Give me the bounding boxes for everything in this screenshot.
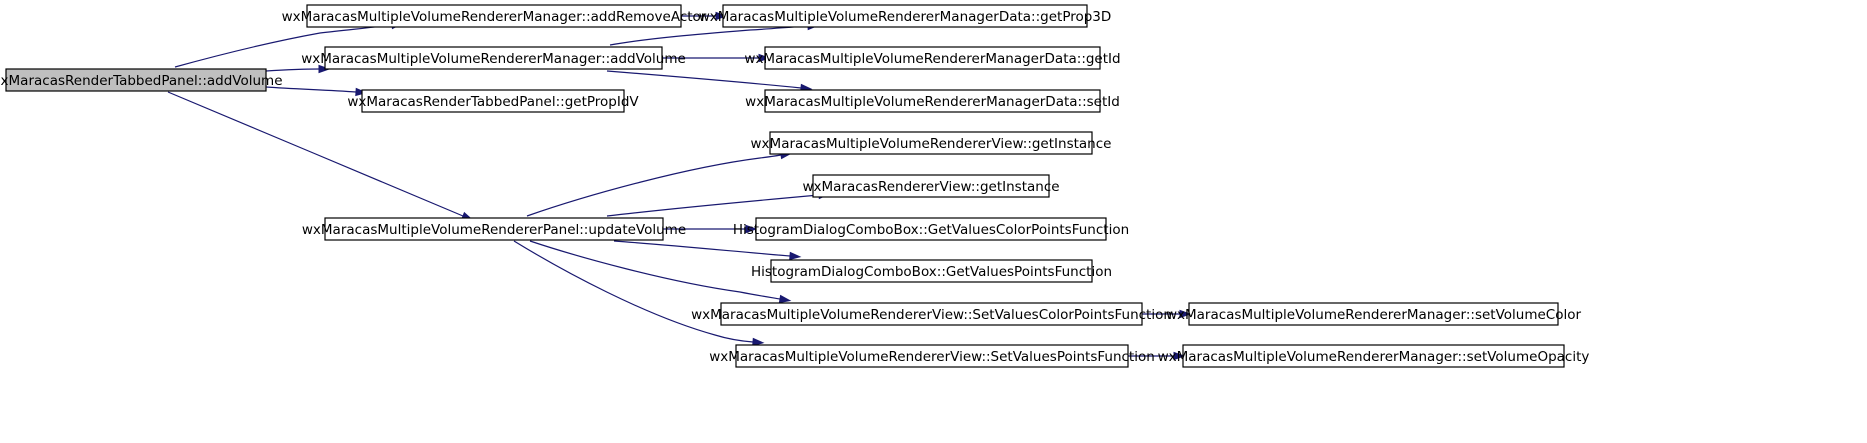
edge-panel_updateVolume-to-view_setPoints xyxy=(513,240,765,347)
edge-line xyxy=(529,240,781,300)
node-label: wxMaracasMultipleVolumeRendererManager::… xyxy=(1158,349,1590,365)
node-label: wxMaracasRenderTabbedPanel::addVolume xyxy=(0,73,283,89)
node-box[interactable] xyxy=(306,4,682,28)
node-box[interactable] xyxy=(770,259,1093,283)
edge-line xyxy=(167,91,464,217)
node-box[interactable] xyxy=(361,89,625,113)
edge-panel_updateVolume-to-hist_colorPoints xyxy=(662,224,758,234)
node-box[interactable] xyxy=(1188,302,1559,326)
node-box[interactable] xyxy=(755,217,1107,241)
node-data_setId[interactable]: wxMaracasMultipleVolumeRendererManagerDa… xyxy=(745,89,1120,113)
node-root[interactable]: wxMaracasRenderTabbedPanel::addVolume xyxy=(0,68,283,92)
edge-line xyxy=(606,194,820,217)
edge-line xyxy=(265,68,320,72)
edge-mgr_addVolume-to-data_getId xyxy=(662,53,771,63)
node-label: wxMaracasMultipleVolumeRendererView::get… xyxy=(751,136,1112,152)
node-label: wxMaracasMultipleVolumeRendererManager::… xyxy=(282,9,707,25)
arrowhead-icon xyxy=(778,294,792,304)
node-label: wxMaracasMultipleVolumeRendererManager::… xyxy=(301,51,686,67)
node-label: HistogramDialogComboBox::GetValuesColorP… xyxy=(733,222,1129,238)
node-label: wxMaracasRendererView::getInstance xyxy=(802,179,1059,195)
edge-root-to-mgr_addVolume xyxy=(265,64,331,74)
edge-panel_updateVolume-to-view_getInstance xyxy=(526,150,793,217)
node-label: wxMaracasRenderTabbedPanel::getPropIdV xyxy=(347,94,639,110)
arrowhead-icon xyxy=(715,11,728,21)
edge-line xyxy=(526,154,782,217)
node-hist_colorPoints[interactable]: HistogramDialogComboBox::GetValuesColorP… xyxy=(733,217,1129,241)
node-mgr_addVolume[interactable]: wxMaracasMultipleVolumeRendererManager::… xyxy=(301,46,686,70)
arrowhead-icon xyxy=(758,53,771,63)
node-renderer_getInstance[interactable]: wxMaracasRendererView::getInstance xyxy=(802,174,1060,198)
node-mgr_setVolumeOpacity[interactable]: wxMaracasMultipleVolumeRendererManager::… xyxy=(1158,344,1590,368)
node-label: wxMaracasMultipleVolumeRendererManagerDa… xyxy=(744,51,1120,67)
edge-line xyxy=(513,240,754,343)
node-box[interactable] xyxy=(735,344,1129,368)
edge-panel_updateVolume-to-view_setColorPoints xyxy=(529,240,792,304)
node-hist_points[interactable]: HistogramDialogComboBox::GetValuesPoints… xyxy=(751,259,1112,283)
node-label: HistogramDialogComboBox::GetValuesPoints… xyxy=(751,264,1112,280)
node-box[interactable] xyxy=(5,68,267,92)
arrowhead-icon xyxy=(745,224,758,234)
node-box[interactable] xyxy=(1182,344,1565,368)
edge-view_setPoints-to-mgr_setVolumeOpacity xyxy=(1128,351,1186,361)
node-view_getInstance[interactable]: wxMaracasMultipleVolumeRendererView::get… xyxy=(751,131,1112,155)
node-label: wxMaracasMultipleVolumeRendererView::Set… xyxy=(691,307,1172,323)
edge-mgr_addVolume-to-data_setId xyxy=(606,70,813,93)
edge-line xyxy=(174,24,393,68)
arrowhead-icon xyxy=(1173,351,1186,361)
arrowhead-icon xyxy=(789,251,802,261)
nodes-layer: wxMaracasRenderTabbedPanel::addVolumewxM… xyxy=(0,4,1590,368)
node-label: wxMaracasMultipleVolumeRendererManagerDa… xyxy=(745,94,1120,110)
node-label: wxMaracasMultipleVolumeRendererManagerDa… xyxy=(699,9,1112,25)
node-panel_updateVolume[interactable]: wxMaracasMultipleVolumeRendererPanel::up… xyxy=(302,217,686,241)
edge-view_setColorPoints-to-mgr_setVolumeColor xyxy=(1142,309,1192,319)
node-box[interactable] xyxy=(769,131,1093,155)
node-box[interactable] xyxy=(764,89,1101,113)
arrowhead-icon xyxy=(355,87,368,97)
edge-panel_updateVolume-to-hist_points xyxy=(613,240,802,261)
edge-line xyxy=(606,70,802,89)
node-box[interactable] xyxy=(812,174,1050,198)
node-label: wxMaracasMultipleVolumeRendererView::Set… xyxy=(709,349,1155,365)
node-data_getId[interactable]: wxMaracasMultipleVolumeRendererManagerDa… xyxy=(744,46,1121,70)
edge-line xyxy=(613,240,791,257)
edge-line xyxy=(609,25,809,46)
arrowhead-icon xyxy=(318,64,331,74)
node-mgr_addRemoveActor[interactable]: wxMaracasMultipleVolumeRendererManager::… xyxy=(282,4,707,28)
node-box[interactable] xyxy=(324,217,664,241)
arrowhead-icon xyxy=(752,337,765,347)
node-view_setPoints[interactable]: wxMaracasMultipleVolumeRendererView::Set… xyxy=(709,344,1155,368)
node-box[interactable] xyxy=(324,46,663,70)
arrowhead-icon xyxy=(1179,309,1192,319)
node-mgr_setVolumeColor[interactable]: wxMaracasMultipleVolumeRendererManager::… xyxy=(1166,302,1582,326)
node-label: wxMaracasMultipleVolumeRendererPanel::up… xyxy=(302,222,686,238)
node-box[interactable] xyxy=(720,302,1143,326)
node-box[interactable] xyxy=(722,4,1088,28)
edge-root-to-getPropIdV xyxy=(265,86,368,97)
node-box[interactable] xyxy=(764,46,1101,70)
edge-panel_updateVolume-to-renderer_getInstance xyxy=(606,190,831,217)
node-data_getProp3D[interactable]: wxMaracasMultipleVolumeRendererManagerDa… xyxy=(699,4,1112,28)
node-view_setColorPoints[interactable]: wxMaracasMultipleVolumeRendererView::Set… xyxy=(691,302,1172,326)
edge-line xyxy=(265,86,357,93)
edge-mgr_addRemoveActor-to-data_getProp3D xyxy=(681,11,728,21)
node-getPropIdV[interactable]: wxMaracasRenderTabbedPanel::getPropIdV xyxy=(347,89,639,113)
node-label: wxMaracasMultipleVolumeRendererManager::… xyxy=(1166,307,1582,323)
